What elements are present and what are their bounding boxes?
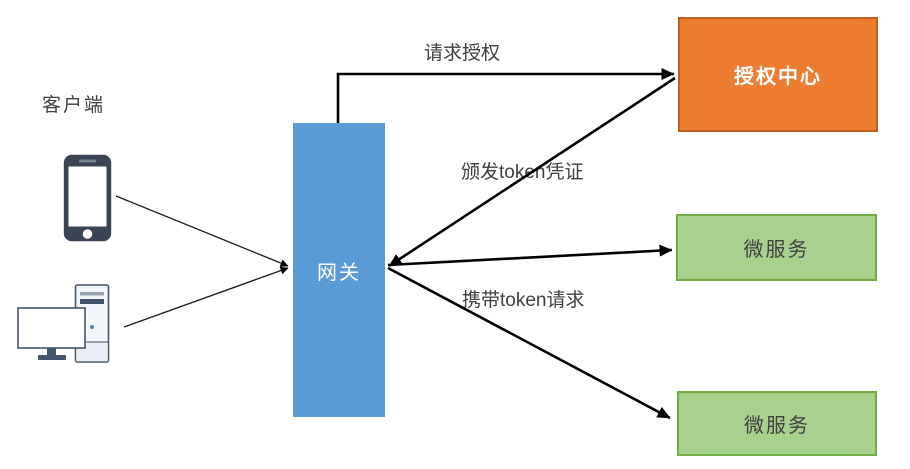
gateway-label: 网关 — [317, 261, 361, 284]
microservice-top-label: 微服务 — [743, 239, 810, 261]
node-auth-center: 授权中心 — [678, 17, 878, 132]
node-microservice-top: 微服务 — [676, 214, 877, 281]
arrow-to-microservice-top — [387, 244, 673, 267]
desktop-computer-icon — [17, 284, 110, 363]
arrow-pc-to-gateway — [123, 266, 289, 328]
auth-center-label: 授权中心 — [734, 66, 822, 88]
client-label: 客户端 — [42, 95, 106, 116]
edge-label-request-auth: 请求授权 — [424, 43, 501, 64]
edge-label-carry-token: 携带token请求 — [462, 290, 585, 311]
node-gateway: 网关 — [293, 123, 385, 417]
edge-label-issue-token: 颁发token凭证 — [461, 162, 584, 183]
microservice-bottom-label: 微服务 — [744, 415, 810, 437]
node-microservice-bottom: 微服务 — [677, 391, 877, 456]
arrow-phone-to-gateway — [115, 195, 289, 267]
arrow-request-auth — [336, 68, 675, 123]
smartphone-icon — [63, 154, 112, 242]
